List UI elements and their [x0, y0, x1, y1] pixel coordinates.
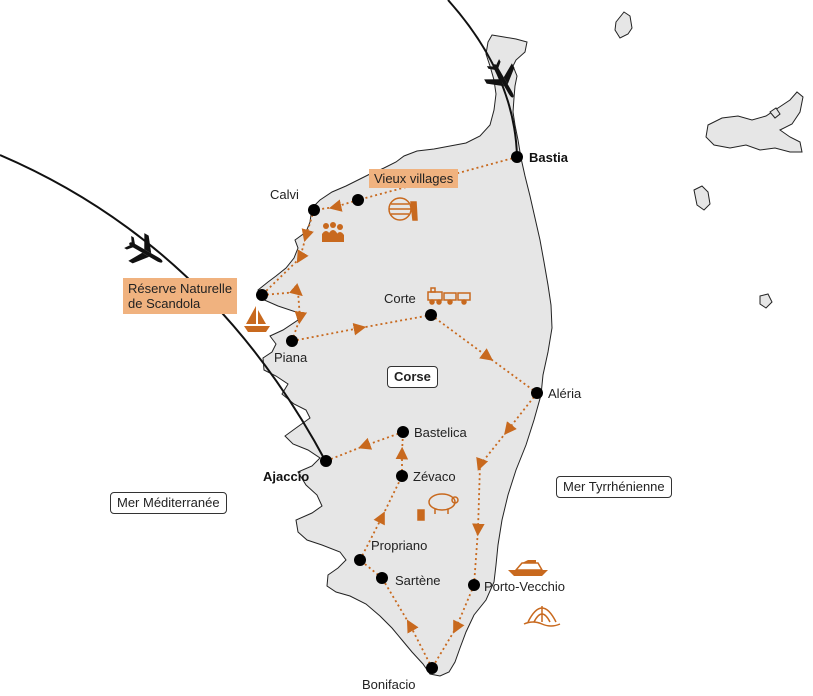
islet: [693, 185, 711, 211]
label-porto-vecchio: Porto-Vecchio: [484, 579, 565, 594]
label-corte: Corte: [384, 291, 416, 306]
dot-scandola: [256, 289, 268, 301]
label-bonifacio: Bonifacio: [362, 677, 416, 692]
dot-zevaco: [396, 470, 408, 482]
flight-path-ajaccio: [0, 154, 327, 463]
label-sartene: Sartène: [395, 573, 441, 588]
dot-bastia: [511, 151, 523, 163]
yacht-icon: [508, 560, 548, 576]
label-propriano: Propriano: [371, 538, 428, 553]
route: [261, 156, 538, 669]
city-dots: [256, 151, 543, 674]
islet: [614, 11, 633, 39]
highlight-reserve-scandola: Réserve Naturelle de Scandola: [123, 278, 238, 314]
airplane-icon: [484, 59, 515, 98]
dot-sartene: [376, 572, 388, 584]
label-ajaccio: Ajaccio: [263, 469, 310, 484]
dot-corte: [425, 309, 437, 321]
wine-barrel-icon: [388, 197, 418, 221]
dot-bonifacio: [426, 662, 438, 674]
label-bastia: Bastia: [529, 150, 569, 165]
dot-propriano: [354, 554, 366, 566]
islet: [759, 293, 773, 309]
pig-icon: [417, 493, 459, 521]
region-mer-tyrrhenienne: Mer Tyrrhénienne: [556, 476, 672, 498]
label-bastelica: Bastelica: [414, 425, 467, 440]
dot-porto-vecchio: [468, 579, 480, 591]
dot-bastelica: [397, 426, 409, 438]
highlight-reserve-line1: Réserve Naturelle: [128, 281, 233, 296]
airplane-icon: [124, 233, 163, 264]
dot-piana: [286, 335, 298, 347]
region-corse: Corse: [387, 366, 438, 388]
highlight-vieux-villages: Vieux villages: [369, 169, 459, 188]
flight-path-bastia: [447, 0, 518, 158]
elba-island: [705, 91, 804, 153]
label-aleria: Aléria: [548, 386, 582, 401]
islet: [769, 107, 781, 119]
dot-vieux-villages: [352, 194, 364, 206]
people-icon: [322, 222, 344, 242]
sailboat-icon: [244, 306, 270, 332]
region-mer-mediterranee: Mer Méditerranée: [110, 492, 227, 514]
train-icon: [427, 287, 471, 305]
highlight-reserve-line2: de Scandola: [128, 296, 201, 311]
label-calvi: Calvi: [270, 187, 299, 202]
label-zevaco: Zévaco: [413, 469, 456, 484]
label-piana: Piana: [274, 350, 308, 365]
dot-ajaccio: [320, 455, 332, 467]
dot-calvi: [308, 204, 320, 216]
dot-aleria: [531, 387, 543, 399]
beach-umbrella-icon: [523, 606, 561, 627]
